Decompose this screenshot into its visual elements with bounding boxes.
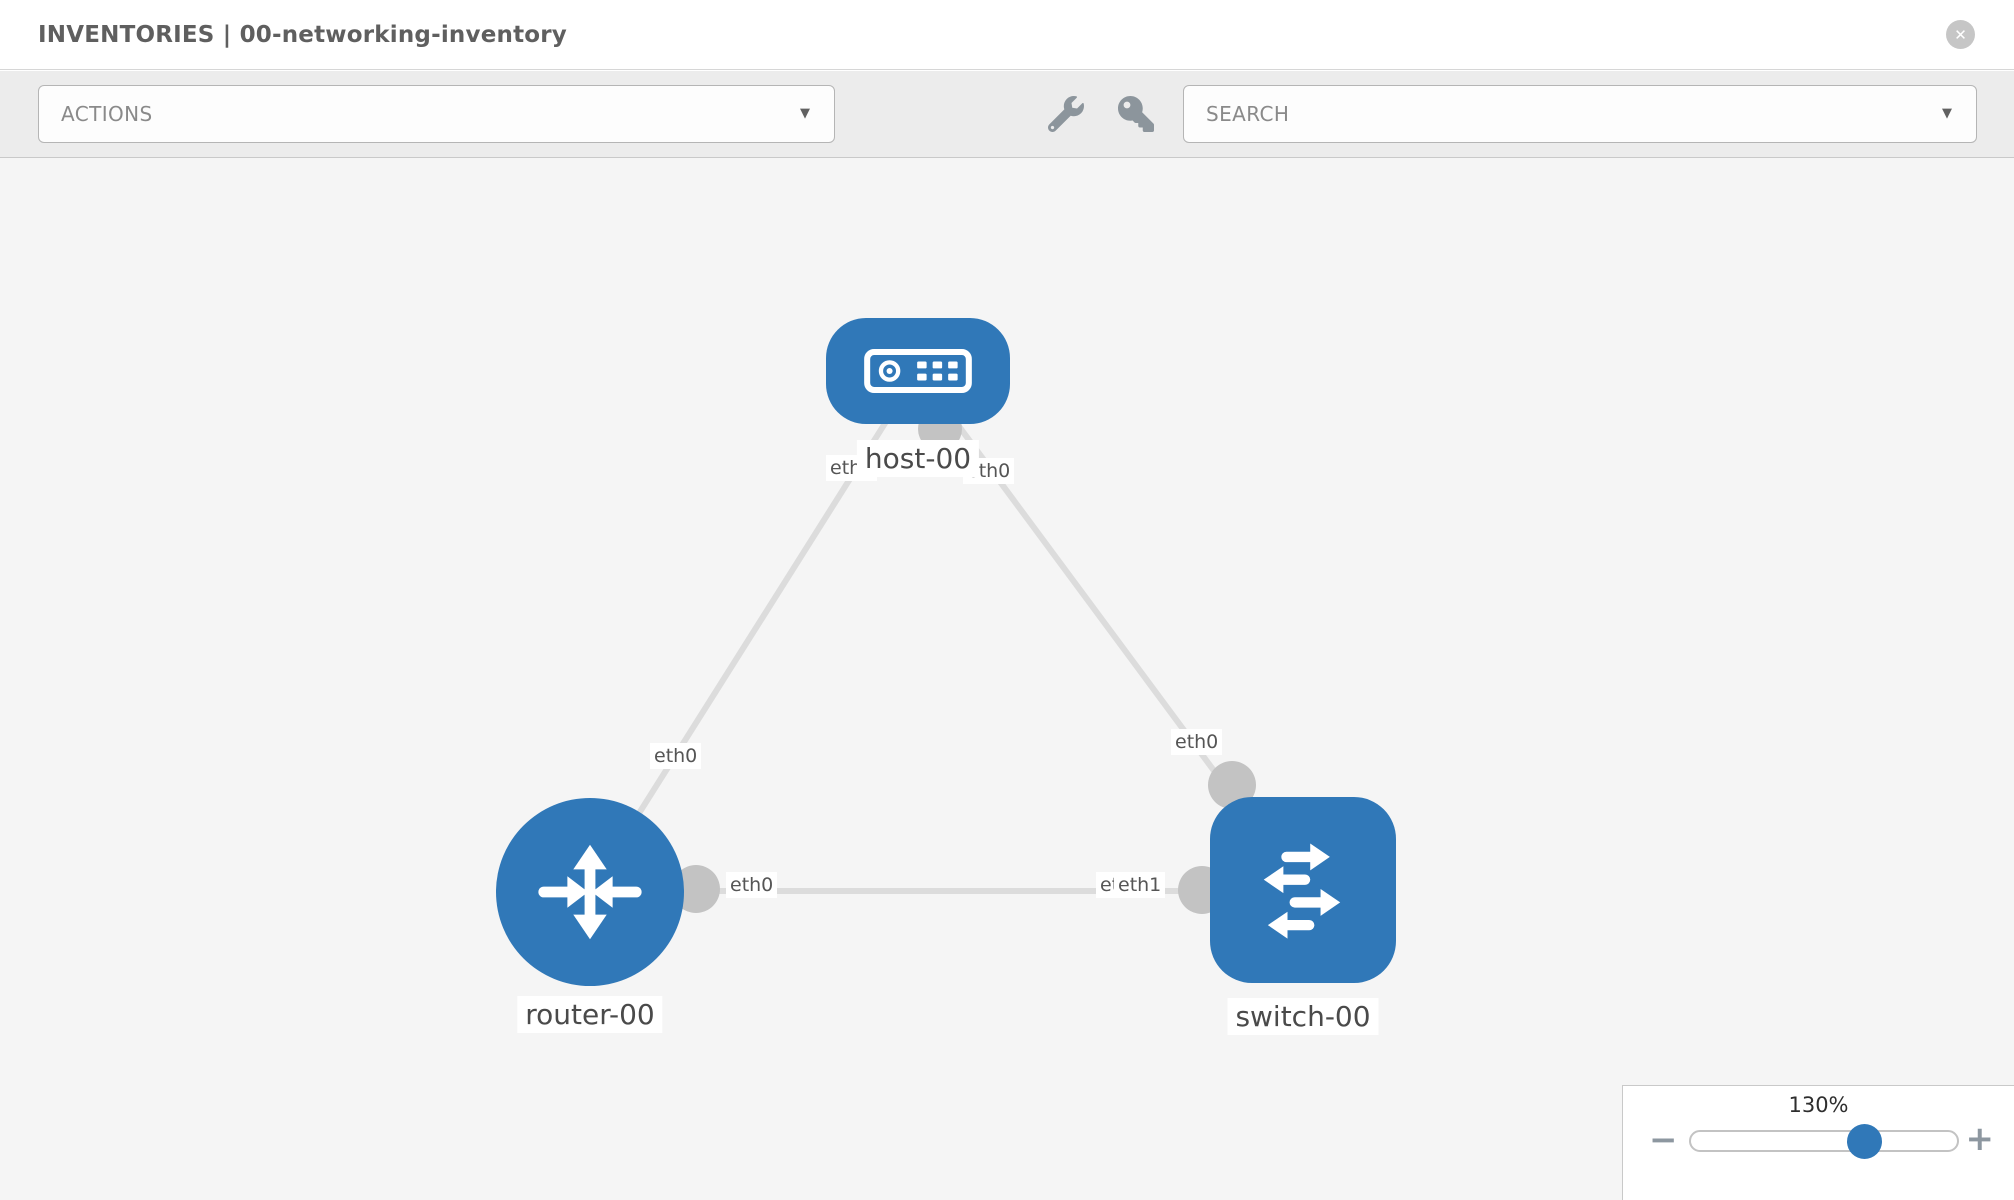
key-icon	[1118, 96, 1154, 132]
search-dropdown[interactable]: SEARCH ▼	[1183, 85, 1977, 143]
node-host-00[interactable]	[826, 318, 1010, 424]
page-header: INVENTORIES | 00-networking-inventory ✕	[0, 0, 2014, 70]
zoom-out-button[interactable]: −	[1649, 1123, 1678, 1157]
chevron-down-icon: ▼	[800, 106, 810, 121]
interface-label: eth0	[726, 872, 778, 898]
zoom-slider-track[interactable]	[1689, 1130, 1959, 1152]
interface-label: eth0	[650, 743, 702, 769]
node-label-switch: switch-00	[1227, 998, 1379, 1035]
interface-label: eth0	[1171, 729, 1223, 755]
chevron-down-icon: ▼	[1942, 106, 1952, 121]
node-switch-00[interactable]	[1210, 797, 1396, 983]
close-icon: ✕	[1954, 25, 1967, 44]
minus-icon: −	[1649, 1120, 1678, 1160]
actions-dropdown-label: ACTIONS	[61, 102, 153, 126]
wrench-icon	[1048, 96, 1084, 132]
zoom-slider-handle[interactable]	[1847, 1124, 1882, 1159]
interface-dot	[672, 865, 720, 913]
close-button[interactable]: ✕	[1946, 20, 1975, 49]
node-label-router: router-00	[517, 996, 663, 1033]
topology-links	[587, 369, 1306, 914]
zoom-level: 130%	[1788, 1093, 1849, 1117]
plus-icon: +	[1965, 1119, 1995, 1159]
configure-button[interactable]	[1045, 93, 1087, 135]
toolbar: ACTIONS ▼ SEARCH ▼	[0, 71, 2014, 158]
search-dropdown-label: SEARCH	[1206, 102, 1290, 126]
zoom-panel: 130% − +	[1622, 1085, 2014, 1200]
host-icon	[864, 349, 972, 393]
interface-label: eth1	[1114, 872, 1166, 898]
page-title: INVENTORIES | 00-networking-inventory	[38, 21, 567, 48]
zoom-in-button[interactable]: +	[1966, 1122, 1995, 1156]
switch-icon	[1263, 843, 1341, 939]
router-icon	[538, 844, 642, 940]
credentials-button[interactable]	[1115, 93, 1157, 135]
node-label-host: host-00	[856, 440, 980, 477]
topology-canvas[interactable]: host-00 router-00 switch-00 eth0 eth0 et…	[0, 158, 2014, 1200]
node-router-00[interactable]	[496, 798, 684, 986]
actions-dropdown[interactable]: ACTIONS ▼	[38, 85, 835, 143]
